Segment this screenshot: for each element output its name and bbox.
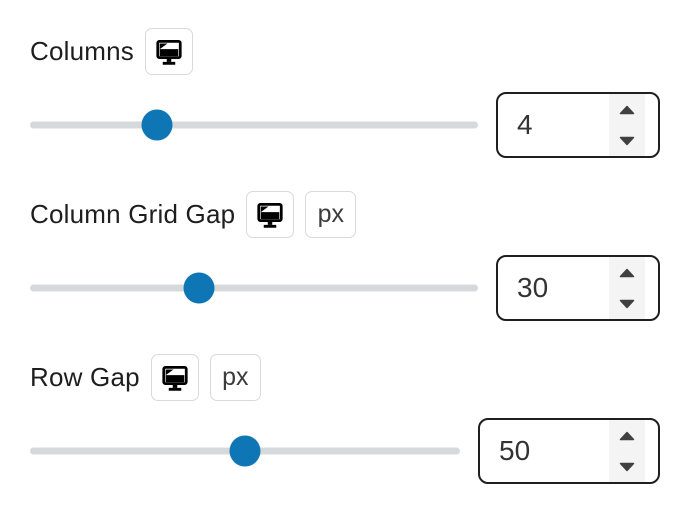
setting-header: Column Grid Gap px: [30, 191, 660, 238]
arrow-down-icon: [619, 136, 635, 146]
spinner-up-button[interactable]: [609, 257, 645, 288]
setting-label: Column Grid Gap: [30, 199, 236, 229]
slider-track[interactable]: [30, 121, 478, 129]
column-grid-gap-value-input[interactable]: [498, 257, 598, 319]
settings-panel: Columns: [30, 28, 660, 484]
desktop-icon: [255, 200, 285, 230]
slider-track[interactable]: [30, 284, 478, 292]
setting-header: Columns: [30, 28, 660, 75]
columns-setting: Columns: [30, 28, 660, 158]
arrow-down-icon: [619, 299, 635, 309]
setting-label: Row Gap: [30, 362, 140, 392]
unit-button[interactable]: px: [305, 191, 357, 238]
slider-thumb[interactable]: [229, 435, 261, 467]
value-input-wrapper: [496, 92, 660, 158]
row-gap-value-input[interactable]: [480, 420, 580, 482]
setting-header: Row Gap px: [30, 354, 660, 401]
row-gap-setting: Row Gap px: [30, 354, 660, 484]
spinner-down-button[interactable]: [609, 288, 645, 319]
value-input-wrapper: [496, 255, 660, 321]
columns-slider[interactable]: [30, 92, 478, 158]
device-toggle-button[interactable]: [246, 191, 295, 238]
spinner: [609, 257, 645, 319]
column-grid-gap-setting: Column Grid Gap px: [30, 191, 660, 321]
slider-thumb[interactable]: [183, 272, 215, 304]
columns-value-input[interactable]: [498, 94, 598, 156]
device-toggle-button[interactable]: [145, 28, 193, 75]
setting-control: [30, 255, 660, 321]
spinner-up-button[interactable]: [609, 94, 645, 125]
device-toggle-button[interactable]: [150, 354, 199, 401]
setting-control: [30, 92, 660, 158]
desktop-icon: [154, 37, 184, 67]
spinner: [609, 94, 645, 156]
column-grid-gap-slider[interactable]: [30, 255, 478, 321]
value-input-wrapper: [478, 418, 660, 484]
spinner-down-button[interactable]: [609, 451, 645, 482]
unit-button[interactable]: px: [209, 354, 261, 401]
arrow-up-icon: [619, 268, 635, 278]
spinner: [609, 420, 645, 482]
desktop-icon: [160, 363, 190, 393]
spinner-down-button[interactable]: [609, 125, 645, 156]
arrow-down-icon: [619, 462, 635, 472]
setting-label: Columns: [30, 36, 134, 66]
spinner-up-button[interactable]: [609, 420, 645, 451]
arrow-up-icon: [619, 105, 635, 115]
setting-control: [30, 418, 660, 484]
arrow-up-icon: [619, 431, 635, 441]
slider-thumb[interactable]: [141, 109, 173, 141]
row-gap-slider[interactable]: [30, 418, 460, 484]
